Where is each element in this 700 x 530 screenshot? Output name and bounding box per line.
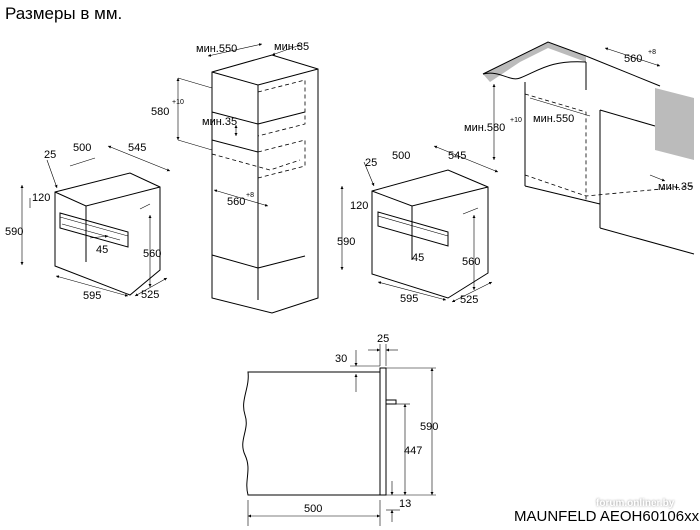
dim-545: 545 — [128, 142, 146, 154]
oven-left-door-strip — [59, 212, 129, 248]
side-body — [242, 371, 381, 496]
dim-560: 560 — [624, 53, 642, 65]
side-handle — [385, 399, 397, 405]
countertop — [483, 42, 586, 82]
dim-560: 560 — [227, 196, 245, 208]
undercounter-niche: 560 +8 мин.580 +10 мин.550 мин.35 — [464, 41, 695, 255]
dim-min35-mid: мин.35 — [202, 116, 237, 128]
dim-590: 590 — [420, 421, 438, 433]
model-label: MAUNFELD AEOH60106xx — [514, 508, 700, 525]
dim-560-tol: +8 — [648, 49, 656, 56]
dim-25: 25 — [377, 333, 389, 345]
dim-580: 580 — [151, 106, 169, 118]
oven-mid-body — [371, 169, 489, 299]
dim-min35: мин.35 — [658, 181, 693, 193]
oven-left-body — [54, 172, 161, 296]
dim-120: 120 — [32, 192, 50, 204]
dim-45: 45 — [96, 244, 108, 256]
side-panel — [655, 88, 694, 160]
dim-min580-tol: +10 — [510, 117, 522, 124]
oven-mid: 25 500 545 120 590 45 560 595 525 — [337, 145, 499, 306]
dim-590: 590 — [5, 226, 23, 238]
dim-min580: мин.580 — [464, 122, 505, 134]
page-title: Размеры в мм. — [5, 4, 123, 23]
dim-45: 45 — [412, 252, 424, 264]
dim-min550: мин.550 — [533, 113, 574, 125]
dim-595: 595 — [83, 290, 101, 302]
dim-13: 13 — [399, 498, 411, 510]
oven-left: 25 500 545 120 590 45 560 595 525 — [5, 142, 171, 302]
watermark: forum.onliner.by — [596, 498, 675, 509]
dim-500: 500 — [304, 503, 322, 515]
dim-25: 25 — [365, 157, 377, 169]
dim-min550: мин.550 — [196, 43, 237, 55]
dim-545: 545 — [448, 150, 466, 162]
dim-590: 590 — [337, 236, 355, 248]
column-cabinet: мин.550 мин.35 580 +10 мин.35 560 +8 — [151, 41, 319, 314]
dim-500: 500 — [73, 142, 91, 154]
dim-560: 560 — [462, 256, 480, 268]
dim-525: 525 — [141, 289, 159, 301]
side-door — [379, 367, 387, 496]
dim-30: 30 — [335, 353, 347, 365]
dim-25: 25 — [44, 149, 56, 161]
dim-447: 447 — [404, 445, 422, 457]
dim-min35-top: мин.35 — [274, 41, 309, 53]
dim-120: 120 — [350, 200, 368, 212]
dim-595: 595 — [400, 293, 418, 305]
oven-mid-door-strip — [377, 211, 449, 247]
dim-560-tol: +8 — [246, 192, 254, 199]
dim-525: 525 — [460, 294, 478, 306]
dim-500: 500 — [392, 150, 410, 162]
dim-580-tol: +10 — [172, 99, 184, 106]
side-view: 25 30 590 447 500 13 — [242, 333, 438, 526]
dim-560: 560 — [143, 248, 161, 260]
column-outline — [211, 54, 319, 314]
